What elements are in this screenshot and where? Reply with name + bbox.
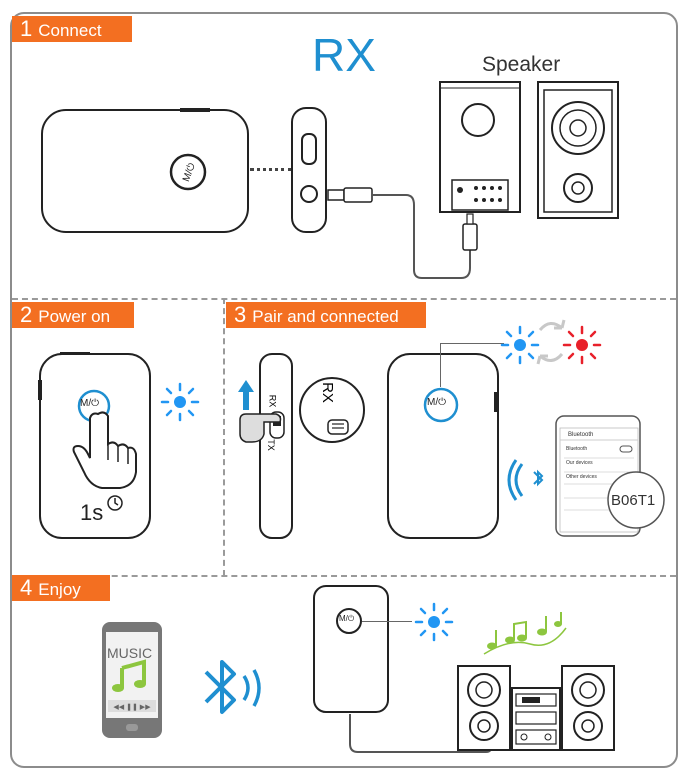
view-connector (250, 168, 292, 171)
divider-section2-3 (223, 298, 225, 576)
section-number: 3 (234, 302, 247, 327)
mode-button-icon (423, 387, 459, 423)
led-pointer-line (362, 621, 412, 622)
receiver-pairing (387, 353, 499, 539)
receiver-enjoy (313, 585, 389, 713)
section-number: 1 (20, 16, 33, 41)
finger-switch-icon (239, 413, 282, 443)
blue-led-icon (500, 325, 540, 365)
hold-time-label: 1s (80, 500, 104, 525)
section-tab-pair: 3 Pair and connected (226, 302, 426, 328)
section-number: 2 (20, 302, 33, 327)
led-pointer-line-vertical (440, 343, 441, 387)
mode-title: RX (312, 29, 376, 81)
mode-button-label: M/⏻ (427, 397, 447, 408)
phone-row-our-devices: Our devices (566, 460, 593, 466)
section-label: Connect (38, 21, 102, 40)
blue-led-icon (160, 382, 200, 422)
phone-header: Bluetooth (568, 432, 594, 438)
device-name-bubble (607, 471, 665, 529)
phone-row-other-devices: Other devices (566, 474, 597, 480)
mode-button-icon (336, 608, 362, 634)
speaker-label: Speaker (482, 53, 561, 76)
mode-button-label: M/⏻ (80, 398, 100, 409)
stereo-system (457, 665, 615, 751)
mode-button-label: M/⏻ (339, 614, 355, 623)
sync-arrows-icon (536, 319, 566, 365)
led-pointer-line (440, 343, 504, 344)
mode-button-icon: M/⏻ (169, 153, 207, 191)
switch-rx-magnified-label: RX (318, 382, 336, 403)
phone-row-bluetooth: Bluetooth (566, 446, 588, 452)
section-label: Pair and connected (252, 307, 399, 326)
divider-section1 (12, 298, 676, 300)
section-tab-enjoy: 4 Enjoy (12, 575, 110, 601)
hand-pointer-icon (72, 411, 137, 489)
instruction-frame (10, 12, 678, 768)
device-name: B06T1 (611, 492, 656, 509)
speaker-back (439, 81, 521, 213)
switch-magnifier (299, 377, 365, 443)
receiver-front (41, 108, 249, 233)
music-note-icon (112, 659, 146, 692)
receiver-side (291, 107, 327, 233)
aux-cable (327, 187, 478, 279)
clock-icon (107, 495, 123, 511)
speaker-front (537, 81, 619, 219)
section-label: Enjoy (38, 580, 81, 599)
section-tab-connect: 1 Connect (12, 16, 132, 42)
music-notes-icon (483, 612, 567, 655)
section-number: 4 (20, 575, 33, 600)
red-led-icon (562, 325, 602, 365)
phone-music: ◀◀ ❚❚ ▶▶ (102, 622, 162, 738)
blue-led-icon (414, 602, 454, 642)
receiver-side-switch (259, 353, 293, 539)
svg-text:◀◀ ❚❚ ▶▶: ◀◀ ❚❚ ▶▶ (113, 703, 151, 711)
switch-rx-label: RX (267, 394, 278, 408)
divider-section3 (12, 575, 676, 577)
bluetooth-icon (204, 660, 261, 714)
section-tab-power-on: 2 Power on (12, 302, 134, 328)
music-label: MUSIC (107, 645, 153, 661)
arrow-up-icon (238, 380, 254, 410)
bluetooth-signal-icon (507, 459, 544, 501)
section-label: Power on (38, 307, 111, 326)
